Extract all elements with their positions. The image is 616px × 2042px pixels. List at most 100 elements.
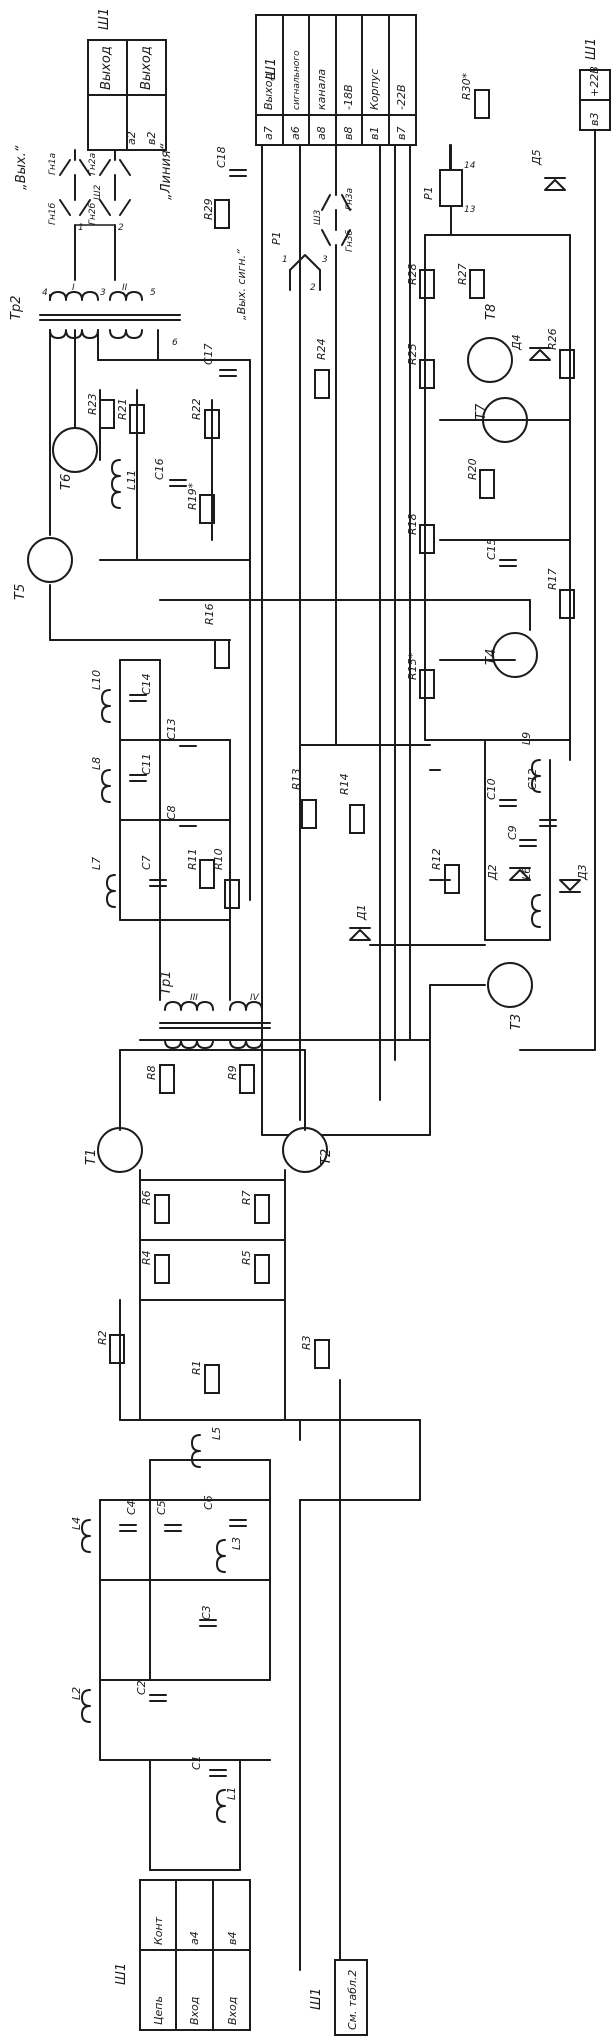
diode-D3: Д3 bbox=[576, 864, 589, 881]
connector-sh1-table: Ш1 См. табл.2 bbox=[309, 1959, 368, 2036]
inductor-L1: L1 bbox=[225, 1787, 238, 1800]
transistor-T2: T2 bbox=[319, 1149, 334, 1165]
resistor-R26: R26 bbox=[546, 328, 559, 350]
transformer-tr2: Тр2 I II 4 3 5 6 bbox=[9, 283, 181, 361]
capacitor-C14: C14 bbox=[140, 673, 153, 695]
jack-gn3b: Гн3б bbox=[345, 229, 355, 252]
tr2-label: Тр2 bbox=[9, 296, 24, 320]
resistor-R18: R18 bbox=[406, 513, 419, 535]
transistor-T7: T7 bbox=[474, 403, 489, 420]
relay-label: Р1 bbox=[422, 186, 435, 200]
resistor-R4: R4 bbox=[140, 1250, 153, 1265]
pin-v7: в7 bbox=[395, 127, 408, 140]
relay-pin-3: 3 bbox=[322, 255, 328, 265]
connector-sh1-signal: Ш1 а7 Выход а6 сигнального а8 канала в8 … bbox=[255, 14, 417, 146]
resistor-R3: R3 bbox=[300, 1335, 313, 1350]
pin-v3-label: +22В bbox=[588, 66, 601, 97]
capacitor-C16: C16 bbox=[153, 458, 166, 480]
tr2-winding-I: I bbox=[72, 283, 75, 293]
transistor-T8: T8 bbox=[484, 304, 499, 320]
connector-sh1-power: Ш1 в3 +22В bbox=[579, 38, 611, 131]
capacitor-C13: C13 bbox=[165, 718, 178, 740]
tr1-winding-IV: IV bbox=[250, 993, 260, 1003]
resistor-R22: R22 bbox=[190, 398, 203, 420]
resistor-R23: R23 bbox=[86, 393, 99, 415]
connector-sh1-input: Ш1 Цепь Конт Вход а4 Вход в4 bbox=[114, 1879, 251, 2031]
jack-gn1a: Гн1а bbox=[48, 153, 58, 175]
capacitor-C15: C15 bbox=[485, 538, 498, 560]
relay-contact-label: Р1 bbox=[270, 231, 283, 245]
resistor-R1: R1 bbox=[190, 1360, 203, 1375]
inductor-L11: L11 bbox=[125, 470, 138, 490]
resistor-R15: R15* bbox=[406, 652, 419, 680]
input-row1-name: Вход bbox=[188, 1997, 201, 2025]
capacitor-C10: C10 bbox=[485, 778, 498, 800]
capacitor-C5: C5 bbox=[155, 1500, 168, 1515]
pin-v1-label: Корпус bbox=[368, 69, 381, 110]
diode-D2: Д2 bbox=[486, 864, 499, 881]
resistor-R6: R6 bbox=[140, 1190, 153, 1205]
sh1-title-power: Ш1 bbox=[584, 38, 599, 60]
vyh-sign-label: „Вых. сигн.“ bbox=[235, 249, 248, 320]
jack-gn2a: Гн2а bbox=[88, 153, 98, 175]
pin-v1: в1 bbox=[368, 127, 381, 140]
relay-pin-1: 1 bbox=[282, 255, 288, 265]
capacitor-C4: C4 bbox=[125, 1500, 138, 1515]
capacitor-C3: C3 bbox=[200, 1605, 213, 1620]
resistor-R27: R27 bbox=[456, 263, 469, 285]
resistor-R19: R19* bbox=[186, 482, 199, 510]
transformer-tr1: Тр1 III IV bbox=[159, 971, 271, 1049]
resistor-R29: R29 bbox=[202, 198, 215, 220]
diode-D5: Д5 bbox=[530, 149, 543, 166]
tr2-pin-4: 4 bbox=[42, 288, 48, 298]
resistor-R2: R2 bbox=[96, 1330, 109, 1345]
diode-D4: Д4 bbox=[510, 334, 523, 351]
tr2-pin-6: 6 bbox=[172, 338, 178, 348]
capacitors: C17 C16 C18 C14 C13 C11 C8 C7 C15 C10 C1… bbox=[119, 146, 557, 1777]
relay-pin-14: 14 bbox=[464, 161, 476, 171]
resistor-R30: R30* bbox=[460, 72, 473, 100]
resistor-R16: R16 bbox=[203, 603, 216, 625]
inductor-L4: L4 bbox=[70, 1517, 83, 1530]
jack-sh2: Ш2 bbox=[93, 184, 103, 200]
diodes: Д5 Д4 Д1 Д2 Д3 bbox=[349, 149, 589, 941]
tr2-pin-3: 3 bbox=[100, 288, 106, 298]
tr2-pin-5: 5 bbox=[150, 288, 156, 298]
pin-a8-label: канала bbox=[315, 69, 328, 110]
inductor-L9: L9 bbox=[520, 732, 533, 745]
resistor-R24: R24 bbox=[315, 338, 328, 360]
sh1-title-input: Ш1 bbox=[114, 1963, 129, 1985]
capacitor-C7: C7 bbox=[140, 855, 153, 870]
sh1-title-table: Ш1 bbox=[309, 1988, 324, 2010]
pin-a2: а2 bbox=[125, 131, 138, 145]
transistor-T6: T6 bbox=[59, 474, 74, 490]
inductor-L8: L8 bbox=[90, 757, 103, 770]
transistor-T5: T5 bbox=[13, 584, 28, 600]
resistor-R10: R10 bbox=[212, 848, 225, 870]
resistor-R17: R17 bbox=[546, 568, 559, 590]
capacitor-C18: C18 bbox=[215, 146, 228, 168]
pin-v7-label: -22В bbox=[395, 84, 408, 110]
signal-output-jack: Ш3 Гн3а Гн3б „Вых. сигн.“ bbox=[235, 144, 355, 320]
inductor-L3: L3 bbox=[230, 1537, 243, 1550]
tr1-label: Тр1 bbox=[159, 971, 174, 995]
resistor-R8: R8 bbox=[145, 1065, 158, 1080]
input-row2-name: Вход bbox=[226, 1997, 239, 2025]
inductor-L2: L2 bbox=[70, 1687, 83, 1700]
capacitor-C6: C6 bbox=[202, 1495, 215, 1510]
relay-p1: Р1 13 14 1 2 3 Р1 bbox=[270, 144, 476, 293]
resistor-R5: R5 bbox=[240, 1250, 253, 1265]
inductor-L7: L7 bbox=[90, 857, 103, 870]
resistor-R14: R14 bbox=[338, 773, 351, 795]
resistor-R11: R11 bbox=[186, 848, 199, 870]
transistor-T4: T4 bbox=[484, 649, 499, 665]
sh1-title-outputs: Ш1 bbox=[97, 8, 112, 30]
capacitor-C9: C9 bbox=[506, 825, 519, 840]
resistor-R21: R21 bbox=[116, 398, 129, 420]
pin-a6: а6 bbox=[289, 126, 302, 140]
resistor-R20: R20 bbox=[466, 458, 479, 480]
resistor-R9: R9 bbox=[226, 1065, 239, 1080]
resistor-R28: R28 bbox=[406, 263, 419, 285]
transistor-T1: T1 bbox=[84, 1149, 99, 1165]
